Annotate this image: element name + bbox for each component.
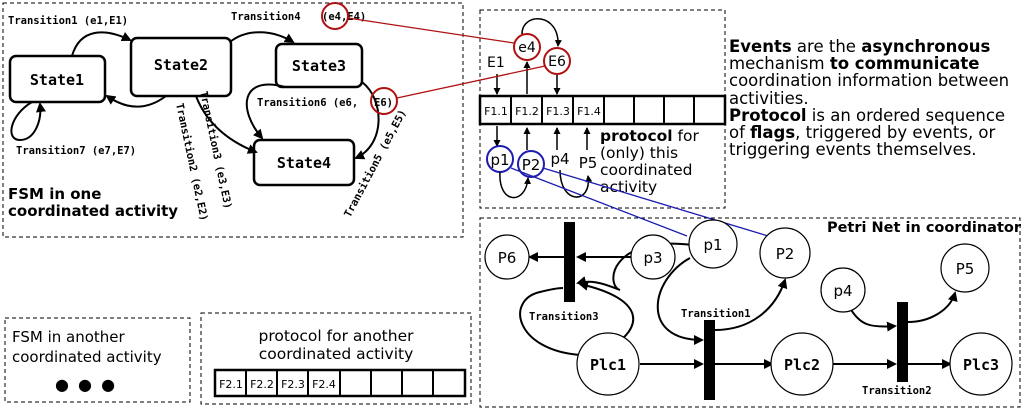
transition7-label: Transition7 (e7,E7) [16,145,136,157]
p4-to-p5-loop [559,169,593,198]
petri-place-p1 [688,219,738,269]
state2-node [129,36,233,98]
protocol-event-e6 [543,47,571,75]
protocol-place-p4-label: p4 [550,150,569,168]
protocol-caption-line2: (only) this [600,144,678,162]
fsm-edge-transition7 [10,101,46,142]
other-protocol-box [200,312,472,405]
fsm-edge-transition3 [195,95,258,154]
state4-label: State4 [277,154,331,172]
fsm-edge-transition4 [229,31,295,44]
flag-f2-3: F2.3 [281,378,305,391]
petri-plc1-label: Plc1 [590,356,626,374]
p1-to-p2-loop [499,171,532,199]
petri-place-p5-label: P5 [956,260,975,278]
description-text: Events are the asynchronous mechanism to… [729,38,1024,158]
event-e6-link [396,65,546,99]
state3-node [274,42,364,89]
transition1-label: Transition1 (e1,E1) [8,15,128,27]
state4-node [252,138,356,187]
other-protocol-line1: protocol for another [258,327,414,345]
petri-plc1 [576,332,640,396]
fsm-edge-transition6 [245,83,286,140]
transition6-label: Transition6 (e6, [257,97,358,109]
petri-place-p4-label: p4 [833,282,852,300]
protocol-e4-to-e6-arrow [521,18,562,47]
protocol-event-e6-label: E6 [548,54,566,70]
other-fsm-ellipsis: ● ● ● [55,375,117,394]
fsm-edge-transition2 [105,94,167,108]
arc-p4-to-t2 [849,307,897,332]
petri-transition1-label: Transition1 [681,308,751,320]
flag-f1-3: F1.3 [546,105,570,118]
other-fsm-line2: coordinated activity [12,348,162,366]
flag-f2-2: F2.2 [250,378,274,391]
place-p2-link [542,167,769,237]
petri-plc3 [949,332,1013,396]
petri-plc2-label: Plc2 [784,356,820,374]
flag-f1-1: F1.1 [484,105,508,118]
event-e4-link [347,17,515,44]
state2-label: State2 [154,56,208,74]
transition6-event-label: E6) [374,97,393,109]
fsm-edge-transition5 [354,81,380,160]
other-fsm-box [4,317,191,403]
flag-f2-1: F2.1 [219,378,243,391]
protocol-place-p5-label: P5 [579,154,598,172]
petri-place-p3-label: p3 [643,249,662,267]
other-protocol-line2: coordinated activity [259,345,414,363]
protocol-place-p2 [517,150,545,178]
protocol-place-p1-label: p1 [490,151,509,169]
protocol-place-p2-label: P2 [522,156,541,174]
description-protocol: Protocol is an ordered sequence of flags… [729,105,1006,160]
petri-transition2-bar [897,302,908,382]
petri-title: Petri Net in coordinator [827,220,1022,236]
flag-f1-4: F1.4 [577,105,601,118]
arc-t2-to-p5 [907,291,958,323]
description-events: Events are the asynchronous mechanism to… [729,37,1010,108]
petri-place-p1-label: p1 [703,236,722,254]
petri-place-p5 [940,243,990,293]
petri-transition2-label: Transition2 [862,385,932,397]
transition4-event-label: (e4,E4) [322,11,366,23]
flag-f1-2: F1.2 [515,105,539,118]
state1-label: State1 [30,71,84,89]
petri-place-p2 [759,227,811,279]
place-p1-link [510,167,688,237]
fsm-box [2,2,464,238]
flag-f2-4: F2.4 [312,378,336,391]
protocol-flag-bar [478,94,727,126]
arc-p1-to-t1 [656,257,704,345]
petri-place-p3 [630,234,676,280]
other-protocol-flag-bar [213,368,467,398]
petri-plc2 [770,332,834,396]
petri-place-p4 [820,267,866,313]
petri-box [479,217,1021,408]
petri-transition3-label: Transition3 [529,311,599,323]
petri-place-p6 [484,234,530,280]
petri-place-p2-label: P2 [776,245,795,263]
petri-plc3-label: Plc3 [963,356,999,374]
petri-transition3-bar [564,222,575,302]
transition4-label: Transition4 [231,11,301,23]
petri-place-p6-label: P6 [498,249,517,267]
protocol-caption-line4: activity [600,178,657,196]
protocol-caption-line1: protocol for [600,127,699,145]
petri-transition1-bar [704,320,715,400]
fsm-caption-line2: coordinated activity [8,202,178,220]
state3-label: State3 [292,57,346,75]
protocol-caption-line3: coordinated [600,161,693,179]
other-fsm-line1: FSM in another [12,328,126,346]
protocol-event-e4-label: e4 [518,40,536,56]
protocol-event-e1-label: E1 [487,55,505,71]
fsm-caption-line1: FSM in one [8,185,101,203]
protocol-event-e4 [513,33,541,61]
arc-plc1-to-t3-a [519,287,581,356]
fsm-edge-transition1 [71,31,132,57]
state1-node [8,54,107,104]
event-e4-marker [321,2,349,30]
arc-t1-to-p2 [714,278,788,331]
event-e6-marker [370,87,398,115]
